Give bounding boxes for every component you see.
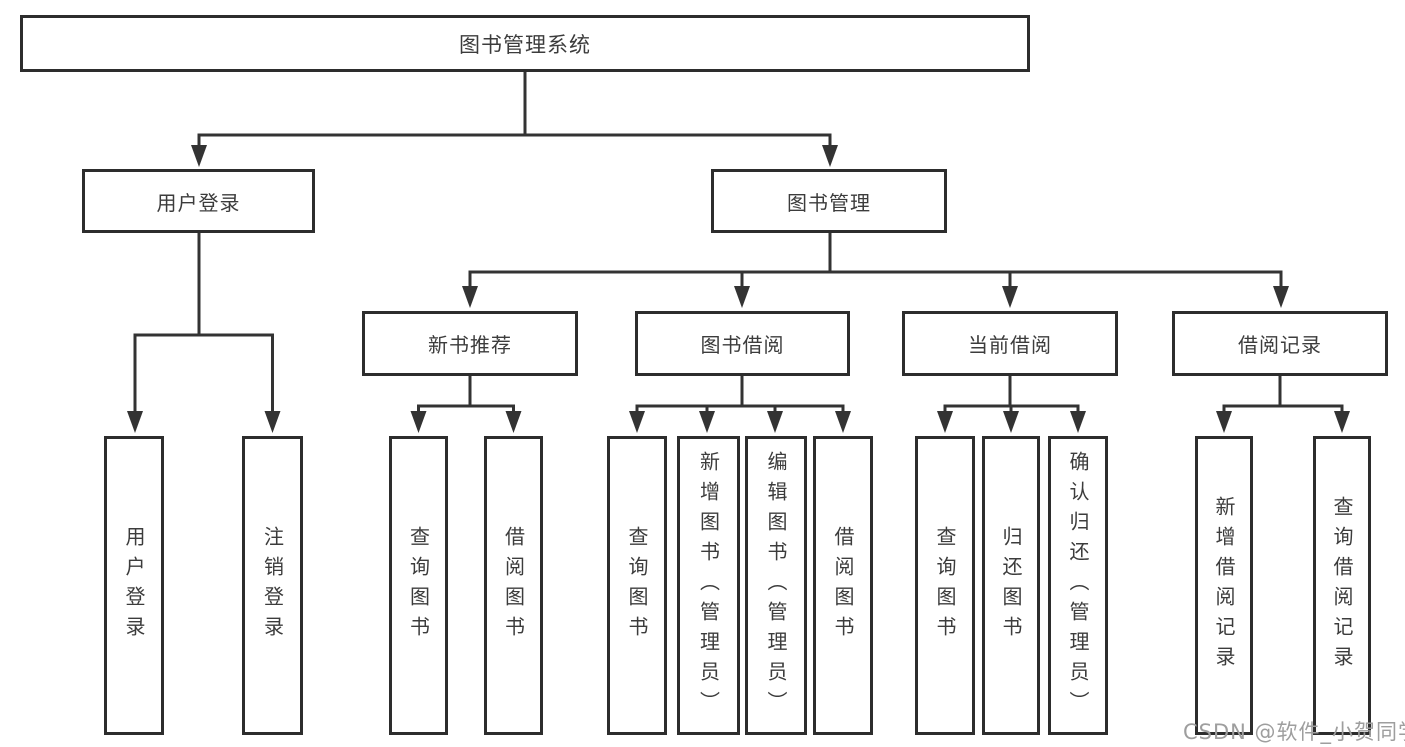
leaf-logout-label: 注销登录 bbox=[260, 525, 285, 646]
node-book-borrow-label: 图书借阅 bbox=[700, 333, 785, 357]
leaf-query-books-recommend: 查询图书 bbox=[389, 436, 448, 735]
leaf-logout: 注销登录 bbox=[242, 436, 303, 735]
leaf-query-borrow-record: 查询借阅记录 bbox=[1313, 436, 1371, 735]
arrowhead bbox=[127, 411, 143, 433]
node-new-book-recommend-label: 新书推荐 bbox=[428, 333, 512, 357]
arrowhead bbox=[264, 411, 281, 433]
watermark: CSDN @软件_小贺同学 bbox=[1183, 720, 1405, 744]
arrowhead bbox=[1216, 411, 1232, 433]
leaf-query-books-borrow-label: 查询图书 bbox=[625, 525, 649, 646]
node-user-login: 用户登录 bbox=[82, 169, 315, 233]
node-root-label: 图书管理系统 bbox=[459, 32, 591, 57]
leaf-borrow-books-borrow-label: 借阅图书 bbox=[831, 525, 855, 646]
arrowhead bbox=[1334, 411, 1350, 433]
leaf-query-books-recommend-label: 查询图书 bbox=[406, 525, 431, 646]
connector-book-management bbox=[468, 233, 1283, 290]
leaf-add-books-admin-label: 新增图书（管理员） bbox=[696, 450, 721, 721]
node-borrow-records-label: 借阅记录 bbox=[1238, 333, 1322, 357]
leaf-add-borrow-record: 新增借阅记录 bbox=[1195, 436, 1253, 735]
arrowhead bbox=[835, 411, 851, 433]
leaf-borrow-books-borrow: 借阅图书 bbox=[813, 436, 873, 735]
leaf-query-books-current: 查询图书 bbox=[915, 436, 975, 735]
arrowhead bbox=[1003, 411, 1019, 433]
connector-book-borrow bbox=[635, 376, 845, 416]
node-current-borrow-label: 当前借阅 bbox=[968, 333, 1052, 357]
leaf-borrow-books-recommend: 借阅图书 bbox=[484, 436, 543, 735]
node-root: 图书管理系统 bbox=[20, 15, 1030, 72]
node-user-login-label: 用户登录 bbox=[156, 190, 241, 215]
leaf-user-login: 用户登录 bbox=[104, 436, 164, 735]
arrowheads bbox=[127, 145, 1350, 433]
leaf-return-books: 归还图书 bbox=[982, 436, 1040, 735]
node-book-management: 图书管理 bbox=[711, 169, 947, 233]
connector-new-book bbox=[417, 376, 515, 416]
leaf-confirm-return-admin-label: 确认归还（管理员） bbox=[1066, 450, 1090, 721]
leaf-confirm-return-admin: 确认归还（管理员） bbox=[1048, 436, 1108, 735]
node-new-book-recommend: 新书推荐 bbox=[362, 311, 578, 376]
node-book-management-label: 图书管理 bbox=[787, 190, 871, 215]
arrowhead bbox=[1070, 411, 1086, 433]
leaf-add-borrow-record-label: 新增借阅记录 bbox=[1212, 495, 1236, 676]
node-borrow-records: 借阅记录 bbox=[1172, 311, 1388, 376]
arrowhead bbox=[1002, 286, 1018, 308]
leaf-edit-books-admin: 编辑图书（管理员） bbox=[745, 436, 807, 735]
arrowhead bbox=[462, 286, 478, 308]
leaf-query-borrow-record-label: 查询借阅记录 bbox=[1330, 495, 1354, 676]
node-book-borrow: 图书借阅 bbox=[635, 311, 850, 376]
arrowhead bbox=[410, 411, 427, 433]
arrowhead bbox=[734, 286, 750, 308]
connector-current-borrow bbox=[943, 376, 1080, 416]
leaf-edit-books-admin-label: 编辑图书（管理员） bbox=[764, 450, 788, 721]
arrowhead bbox=[629, 411, 645, 433]
leaf-return-books-label: 归还图书 bbox=[999, 525, 1023, 646]
arrowhead bbox=[1273, 286, 1289, 308]
arrowhead bbox=[937, 411, 953, 433]
arrowhead bbox=[822, 145, 838, 167]
arrowhead bbox=[767, 411, 783, 433]
node-current-borrow: 当前借阅 bbox=[902, 311, 1118, 376]
leaf-borrow-books-recommend-label: 借阅图书 bbox=[501, 525, 526, 646]
leaf-query-books-borrow: 查询图书 bbox=[607, 436, 667, 735]
connector-root bbox=[197, 72, 832, 150]
leaf-user-login-label: 用户登录 bbox=[122, 525, 146, 646]
connector-borrow-records bbox=[1222, 376, 1344, 416]
arrowhead bbox=[699, 411, 715, 433]
connector-user-login bbox=[133, 233, 274, 416]
leaf-add-books-admin: 新增图书（管理员） bbox=[677, 436, 740, 735]
arrowhead bbox=[191, 145, 207, 167]
leaf-query-books-current-label: 查询图书 bbox=[933, 525, 957, 646]
arrowhead bbox=[505, 411, 522, 433]
